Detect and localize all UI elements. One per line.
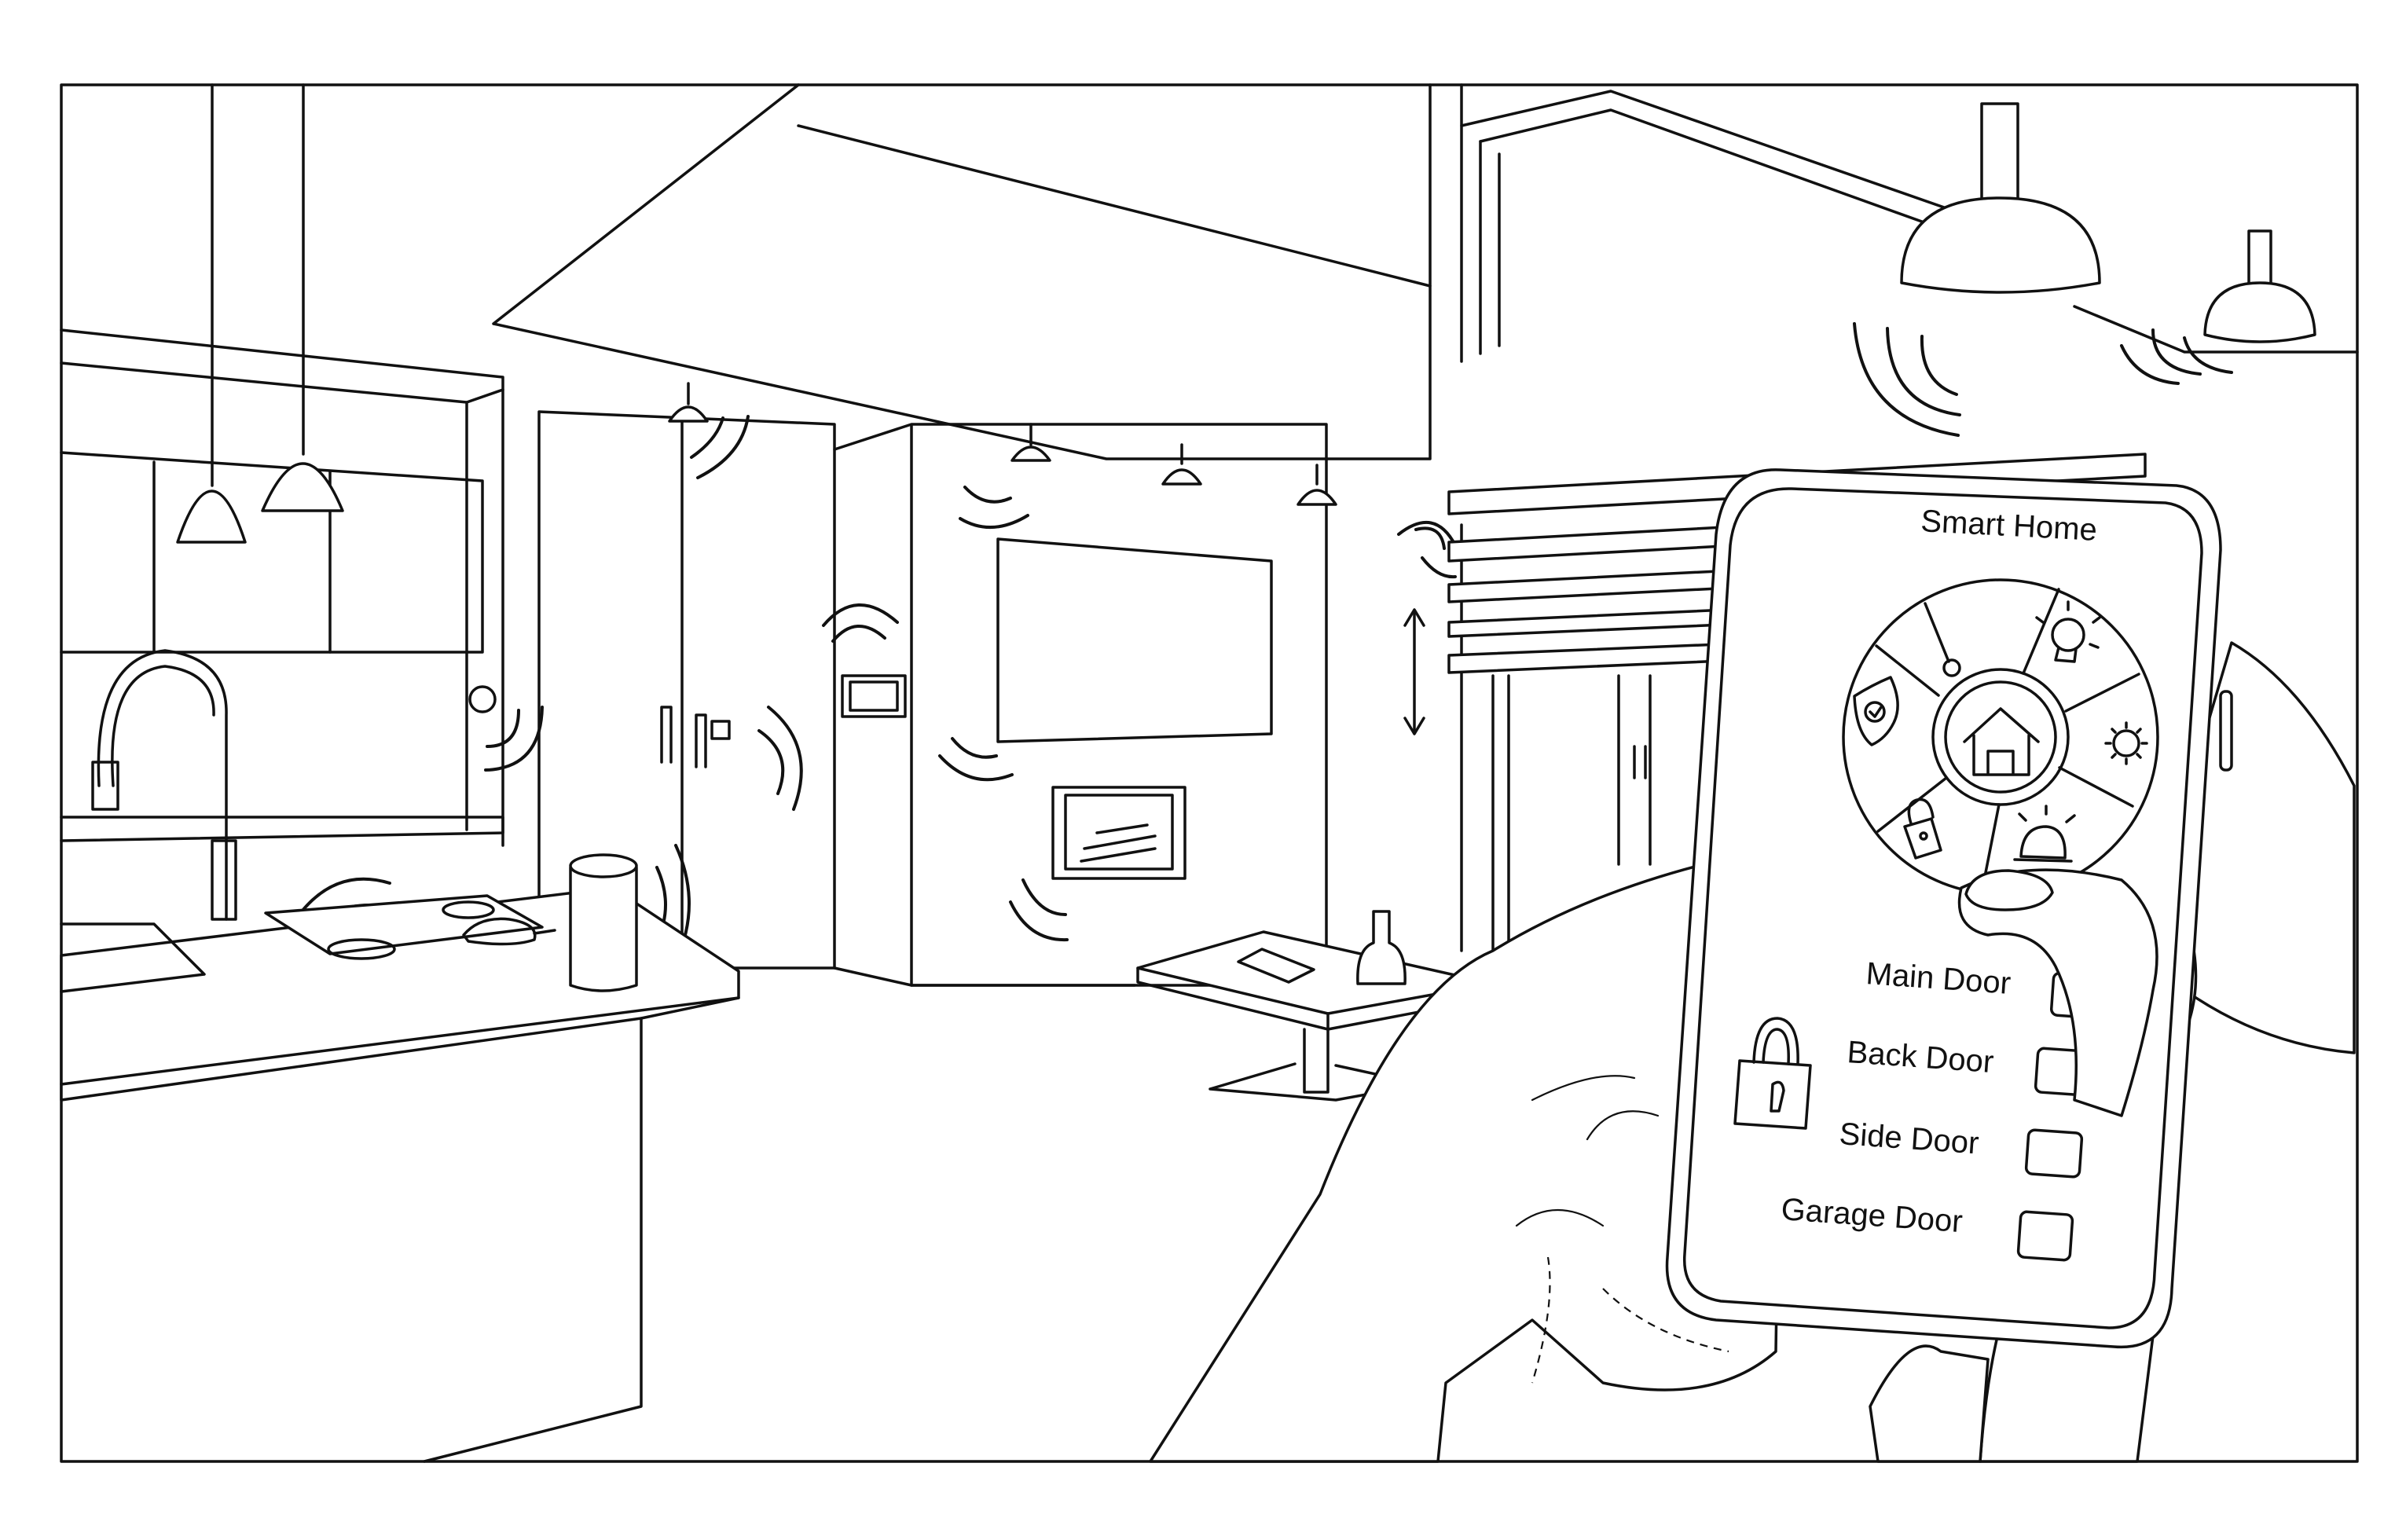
kitchen-island: [60, 649, 740, 1463]
coffee-table: [1136, 910, 1495, 1102]
tv-wall: [841, 537, 1273, 880]
door-toggle-garage[interactable]: [2016, 1210, 2074, 1262]
refrigerator: [660, 706, 731, 768]
lock-icon[interactable]: [1903, 798, 1942, 860]
lightbulb-icon[interactable]: [2035, 600, 2101, 663]
pendant-lights: [176, 83, 2316, 544]
alarm-light-icon[interactable]: [2013, 805, 2076, 863]
gear-icon[interactable]: [2104, 721, 2148, 765]
thumb: [1957, 868, 2158, 1117]
control-wheel: [1842, 578, 2159, 896]
door-toggle-side[interactable]: [2024, 1128, 2084, 1179]
thermometer-icon[interactable]: [1924, 602, 1961, 677]
phone-screen: Smart Home: [1733, 504, 2159, 1262]
padlock-icon: [1733, 1017, 1812, 1130]
home-icon[interactable]: [1963, 707, 2040, 776]
shield-icon[interactable]: [1853, 676, 1899, 746]
